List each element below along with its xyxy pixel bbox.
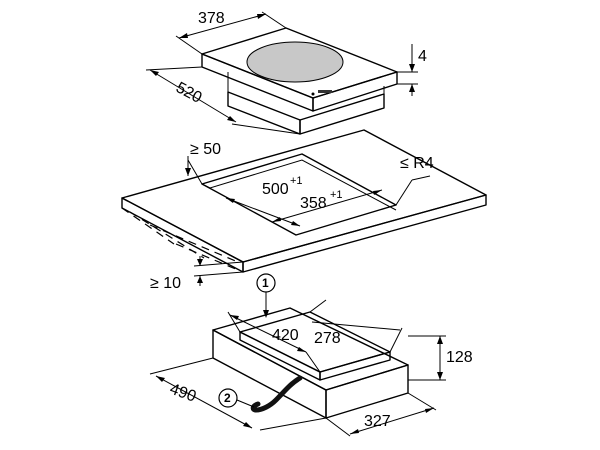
dimension-corner-radius: ≤ R4 xyxy=(395,155,434,206)
hob-body-side xyxy=(227,91,301,135)
dimension-housing-top-depth: 420 xyxy=(227,311,321,373)
front-clearance-label: ≥ 50 xyxy=(190,141,221,158)
dimension-cutout-width: 358 +1 xyxy=(271,189,383,223)
housing-front-face xyxy=(325,364,409,419)
hob-body-front xyxy=(299,93,385,135)
cutout-width-label: 358 xyxy=(300,195,327,212)
worktop-side-edge xyxy=(121,197,244,273)
cutout-depth-label: 500 xyxy=(262,181,289,198)
housing-top-surface xyxy=(212,307,409,391)
dimension-cutout-depth: 500 +1 xyxy=(225,175,303,227)
dimension-housing-width: 327 xyxy=(325,392,437,437)
hob-depth-label: 520 xyxy=(173,79,205,107)
cutout-depth-tolerance: +1 xyxy=(290,175,303,187)
dimension-housing-height: 128 xyxy=(408,335,473,381)
power-cable xyxy=(250,375,303,413)
callout-1: 1 xyxy=(256,273,276,318)
cutout-inner-edge xyxy=(201,159,397,211)
housing-top-depth-label: 420 xyxy=(272,327,299,344)
dimension-hob-thickness: 4 xyxy=(397,44,427,96)
housing-raised-module-front xyxy=(319,351,391,381)
dimension-housing-depth: 490 xyxy=(149,357,327,431)
hob-control-dot xyxy=(311,92,315,96)
cooking-zone-circle xyxy=(246,41,344,83)
dimension-min-thickness: ≥ 10 xyxy=(150,256,244,292)
dimension-hob-width: 378 xyxy=(175,10,287,55)
worktop-drawing xyxy=(121,129,487,273)
hob-drawing xyxy=(201,27,398,135)
hob-control-panel xyxy=(318,90,332,93)
housing-width-label: 327 xyxy=(364,413,391,430)
hob-thickness-label: 4 xyxy=(418,48,427,65)
callout-2-number: 2 xyxy=(224,391,231,405)
worktop-extension-lines xyxy=(121,207,239,271)
min-thickness-label: ≥ 10 xyxy=(150,275,181,292)
hob-side-face xyxy=(201,53,314,112)
housing-top-width-label: 278 xyxy=(314,330,341,347)
dimension-front-clearance: ≥ 50 xyxy=(185,141,221,185)
housing-drawing xyxy=(212,307,409,419)
housing-depth-label: 490 xyxy=(167,381,198,406)
callout-2: 2 xyxy=(218,388,255,408)
worktop-front-edge xyxy=(242,194,487,273)
housing-height-label: 128 xyxy=(446,349,473,366)
cutout-width-tolerance: +1 xyxy=(330,189,343,201)
corner-radius-label: ≤ R4 xyxy=(400,155,434,172)
callout-1-number: 1 xyxy=(262,276,269,290)
dimension-housing-top-width: 278 xyxy=(309,299,403,353)
hob-width-label: 378 xyxy=(198,10,225,27)
